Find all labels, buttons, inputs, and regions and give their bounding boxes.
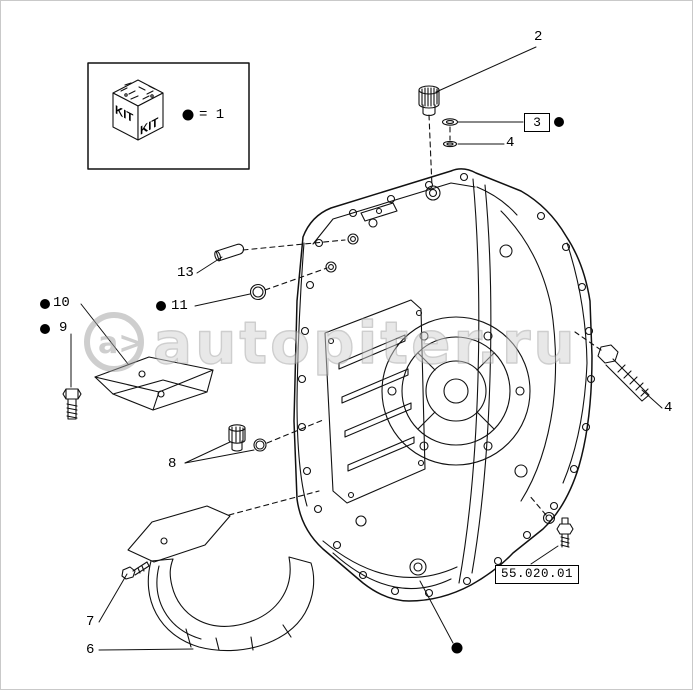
bolt-part-9 — [62, 388, 82, 420]
bolt-part-4 — [597, 344, 650, 402]
kit-dot-9 — [40, 324, 50, 334]
watermark-logo-text: a> — [98, 326, 143, 361]
callout-7-label: 7 — [86, 614, 95, 630]
callout-10-label: 10 — [53, 295, 70, 311]
watermark-logo-circle — [84, 312, 144, 372]
oring-part-8 — [253, 438, 267, 452]
callout-4-right-label: 4 — [664, 400, 673, 416]
plug-part-8 — [228, 424, 246, 452]
oring-part-11 — [249, 283, 267, 301]
callout-13-label: 13 — [177, 265, 194, 281]
callout-8-label: 8 — [168, 456, 177, 472]
callout-11-label: 11 — [171, 298, 188, 314]
watermark: a> autopiter.ru — [84, 308, 578, 378]
assembly-dashed-lines — [228, 114, 602, 516]
oring-valve — [542, 511, 556, 525]
callout-2-label: 2 — [534, 29, 543, 45]
callout-leader-lines — [70, 46, 663, 651]
pin-part-13 — [214, 243, 245, 262]
kit-dot-11 — [156, 301, 166, 311]
callout-6-label: 6 — [86, 642, 95, 658]
kit-marker-dots — [40, 109, 564, 654]
kit-equals-label: = 1 — [199, 107, 225, 123]
flange-bolt-holes — [297, 172, 596, 598]
guard-part-6 — [127, 505, 315, 652]
plug-part-2 — [418, 85, 440, 117]
callout-4-top-label: 4 — [506, 135, 515, 151]
transmission-housing-drawing — [293, 168, 596, 602]
section-ref-box: 55.020.01 — [495, 565, 580, 584]
kit-legend-box: KIT KIT — [87, 62, 250, 170]
kit-dot-10 — [40, 299, 50, 309]
kit-dot-3 — [554, 117, 564, 127]
washer-part-3 — [441, 118, 459, 126]
watermark-text: autopiter.ru — [153, 309, 578, 377]
kit-dot-housing — [451, 642, 463, 654]
washer-part-4 — [442, 140, 458, 148]
breather-valve-part — [556, 517, 574, 548]
kit-dot-legend — [182, 109, 194, 121]
callout-9-label: 9 — [59, 320, 68, 336]
callout-3-box: 3 — [524, 113, 550, 132]
kit-cube-icon: KIT KIT — [112, 79, 164, 141]
screw-part-7 — [121, 561, 150, 580]
